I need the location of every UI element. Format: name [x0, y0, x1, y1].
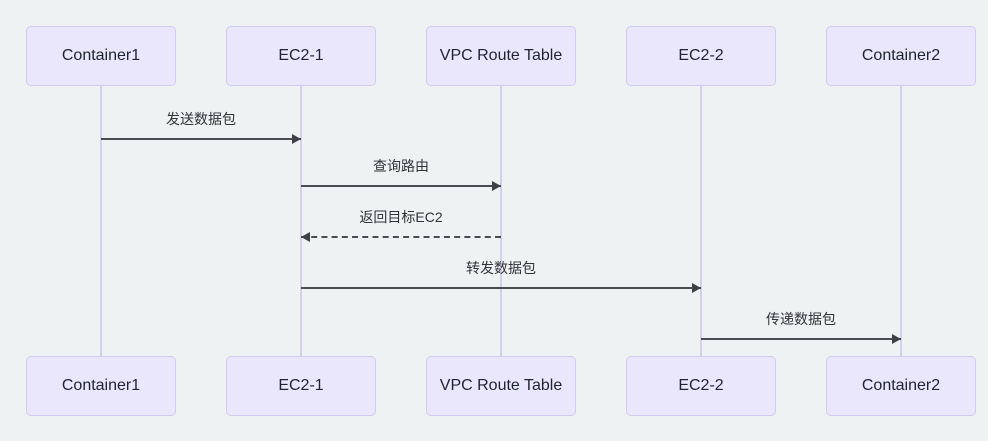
actor-box-top-vpc-route-table[interactable]: VPC Route Table — [426, 26, 576, 86]
message-line-msg-forward-packet — [301, 287, 701, 289]
lifeline-vpc-route-table — [500, 86, 502, 356]
actor-label-ec2-2: EC2-2 — [678, 47, 724, 64]
actor-box-bottom-ec2-2[interactable]: EC2-2 — [626, 356, 776, 416]
message-line-msg-query-route — [301, 185, 501, 187]
actor-label-container1: Container1 — [61, 377, 141, 394]
message-label-msg-return-target-ec2: 返回目标EC2 — [359, 209, 443, 225]
actor-box-bottom-vpc-route-table[interactable]: VPC Route Table — [426, 356, 576, 416]
arrow-head-msg-forward-packet-icon — [692, 283, 701, 293]
actor-label-container1: Container1 — [61, 47, 141, 64]
actor-label-ec2-1: EC2-1 — [278, 47, 324, 64]
lifeline-container1 — [100, 86, 102, 356]
actor-box-bottom-container1[interactable]: Container1 — [26, 356, 176, 416]
actor-label-container2: Container2 — [861, 377, 941, 394]
lifeline-container2 — [900, 86, 902, 356]
actor-box-top-container2[interactable]: Container2 — [826, 26, 976, 86]
message-label-msg-deliver-packet: 传递数据包 — [766, 311, 836, 327]
lifeline-ec2-1 — [300, 86, 302, 356]
arrow-head-msg-deliver-packet-icon — [892, 334, 901, 344]
arrow-head-msg-send-packet-icon — [292, 134, 301, 144]
actor-box-top-ec2-1[interactable]: EC2-1 — [226, 26, 376, 86]
actor-box-bottom-container2[interactable]: Container2 — [826, 356, 976, 416]
actor-label-vpc-route-table: VPC Route Table — [439, 377, 563, 394]
message-line-msg-deliver-packet — [701, 338, 901, 340]
lifeline-ec2-2 — [700, 86, 702, 356]
actor-label-ec2-1: EC2-1 — [278, 377, 324, 394]
message-line-msg-send-packet — [101, 138, 301, 140]
message-label-msg-query-route: 查询路由 — [373, 158, 429, 174]
actor-label-container2: Container2 — [861, 47, 941, 64]
message-label-msg-send-packet: 发送数据包 — [166, 111, 236, 127]
arrow-head-msg-query-route-icon — [492, 181, 501, 191]
arrow-head-msg-return-target-ec2-icon — [301, 232, 310, 242]
message-label-msg-forward-packet: 转发数据包 — [466, 260, 536, 276]
actor-label-ec2-2: EC2-2 — [678, 377, 724, 394]
actor-box-bottom-ec2-1[interactable]: EC2-1 — [226, 356, 376, 416]
message-line-msg-return-target-ec2 — [301, 236, 501, 238]
actor-label-vpc-route-table: VPC Route Table — [439, 47, 563, 64]
actor-box-top-ec2-2[interactable]: EC2-2 — [626, 26, 776, 86]
actor-box-top-container1[interactable]: Container1 — [26, 26, 176, 86]
